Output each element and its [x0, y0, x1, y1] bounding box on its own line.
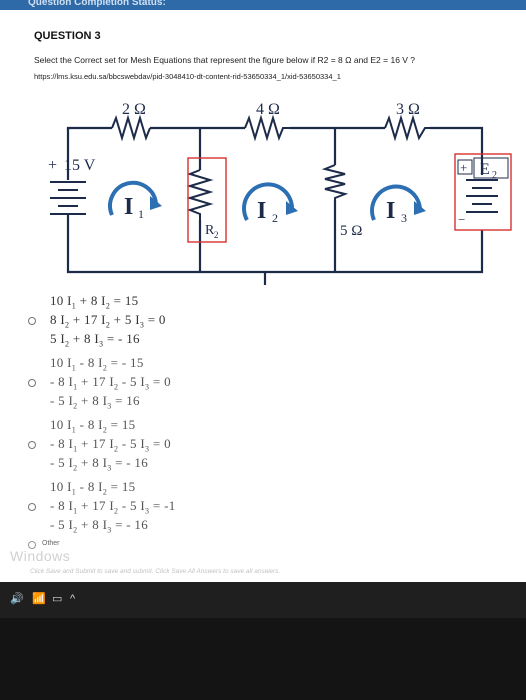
- mesh2-sub: 2: [272, 211, 278, 225]
- mesh3-sub: 3: [401, 211, 407, 225]
- resistor-5ohm: [321, 164, 349, 200]
- answer-option-4[interactable]: 10 I1 - 8 I2 = 15 - 8 I1 + 17 I2 - 5 I3 …: [28, 479, 328, 541]
- equation-line: - 5 I2 + 8 I3 = 16: [50, 393, 140, 411]
- mesh2-label: I: [257, 198, 266, 224]
- radio-button[interactable]: [28, 441, 36, 449]
- equation-line: 8 I2 + 17 I2 + 5 I3 = 0: [50, 312, 166, 330]
- footer-note: Click Save and Submit to save and submit…: [30, 568, 281, 575]
- mesh3-label: I: [386, 198, 395, 224]
- other-label: Other: [42, 540, 60, 547]
- taskbar: 🔊 📶 ▭ ^: [0, 582, 526, 618]
- e2-highlight-box: [454, 153, 512, 231]
- question-title: QUESTION 3: [34, 30, 101, 42]
- answer-option-3[interactable]: 10 I1 - 8 I2 = 15 - 8 I1 + 17 I2 - 5 I3 …: [28, 417, 328, 479]
- mesh1-label: I: [124, 194, 133, 220]
- windows-watermark: Windows: [10, 548, 71, 564]
- equation-line: - 8 I1 + 17 I2 - 5 I3 = 0: [50, 436, 171, 454]
- mesh-current-i2: I 2: [242, 182, 298, 225]
- radio-button[interactable]: [28, 317, 36, 325]
- question-prompt: Select the Correct set for Mesh Equation…: [34, 55, 416, 65]
- equation-line: - 5 I2 + 8 I3 = - 16: [50, 455, 149, 473]
- resistor-3ohm: [384, 114, 430, 142]
- resistor-4ohm: [244, 114, 290, 142]
- battery-icon[interactable]: ▭: [52, 593, 63, 605]
- battery-e2: [466, 179, 498, 213]
- r-2ohm-label: 2 Ω: [122, 101, 146, 118]
- r2-highlight-box: [187, 157, 227, 243]
- battery1-plus: +: [48, 157, 57, 174]
- other-radio[interactable]: [28, 541, 36, 549]
- chevron-up-icon[interactable]: ^: [70, 593, 76, 605]
- wifi-icon[interactable]: 📶: [32, 593, 46, 605]
- answer-option-1[interactable]: 10 I1 + 8 I2 = 15 8 I2 + 17 I2 + 5 I3 = …: [28, 293, 328, 355]
- r-5ohm-label: 5 Ω: [340, 223, 362, 239]
- resistor-2ohm: [111, 114, 151, 142]
- completion-status-label: Question Completion Status:: [28, 0, 166, 8]
- equation-line: 10 I1 - 8 I2 = 15: [50, 417, 136, 435]
- mesh-current-i3: I 3: [370, 184, 426, 225]
- e2-plus-box: [457, 159, 473, 175]
- battery-15v: [50, 181, 86, 215]
- answer-option-2[interactable]: 10 I1 - 8 I2 = - 15 - 8 I1 + 17 I2 - 5 I…: [28, 355, 328, 417]
- equation-line: 5 I2 + 8 I3 = - 16: [50, 331, 140, 349]
- answer-options: 10 I1 + 8 I2 = 15 8 I2 + 17 I2 + 5 I3 = …: [28, 293, 328, 541]
- screen-bottom: [0, 618, 526, 700]
- e2-subscript: 2: [492, 170, 497, 181]
- equation-line: - 8 I1 + 17 I2 - 5 I3 = 0: [50, 374, 171, 392]
- speaker-icon[interactable]: 🔊: [10, 593, 24, 605]
- e2-label-box: [473, 157, 509, 179]
- equation-line: - 8 I1 + 17 I2 - 5 I3 = -1: [50, 498, 176, 516]
- equation-line: - 5 I2 + 8 I3 = - 16: [50, 517, 149, 535]
- mesh1-sub: 1: [138, 207, 144, 221]
- source-15v-label: 15 V: [64, 157, 96, 174]
- equation-line: 10 I1 - 8 I2 = 15: [50, 479, 136, 497]
- r2-label: R: [205, 223, 215, 238]
- equation-line: 10 I1 + 8 I2 = 15: [50, 293, 139, 311]
- resistor-r2: [186, 169, 214, 220]
- e2-label: E: [480, 161, 490, 178]
- battery2-minus: −: [458, 212, 465, 227]
- battery2-plus: +: [460, 160, 467, 175]
- radio-button[interactable]: [28, 503, 36, 511]
- circuit-diagram: + 15 V + E 2 − 2 Ω 4 Ω 3 Ω 5 Ω R 2 I 1: [48, 101, 512, 285]
- question-page: QUESTION 3 Select the Correct set for Me…: [0, 10, 526, 582]
- top-status-bar: Question Completion Status:: [0, 0, 526, 10]
- question-url[interactable]: https://lms.ksu.edu.sa/bbcswebdav/pid-30…: [34, 72, 341, 81]
- equation-line: 10 I1 - 8 I2 = - 15: [50, 355, 144, 373]
- mesh-current-i1: I 1: [108, 180, 162, 221]
- r-3ohm-label: 3 Ω: [396, 101, 420, 118]
- radio-button[interactable]: [28, 379, 36, 387]
- r-4ohm-label: 4 Ω: [256, 101, 280, 118]
- circuit-wires: [66, 126, 484, 285]
- r2-subscript: 2: [214, 230, 219, 240]
